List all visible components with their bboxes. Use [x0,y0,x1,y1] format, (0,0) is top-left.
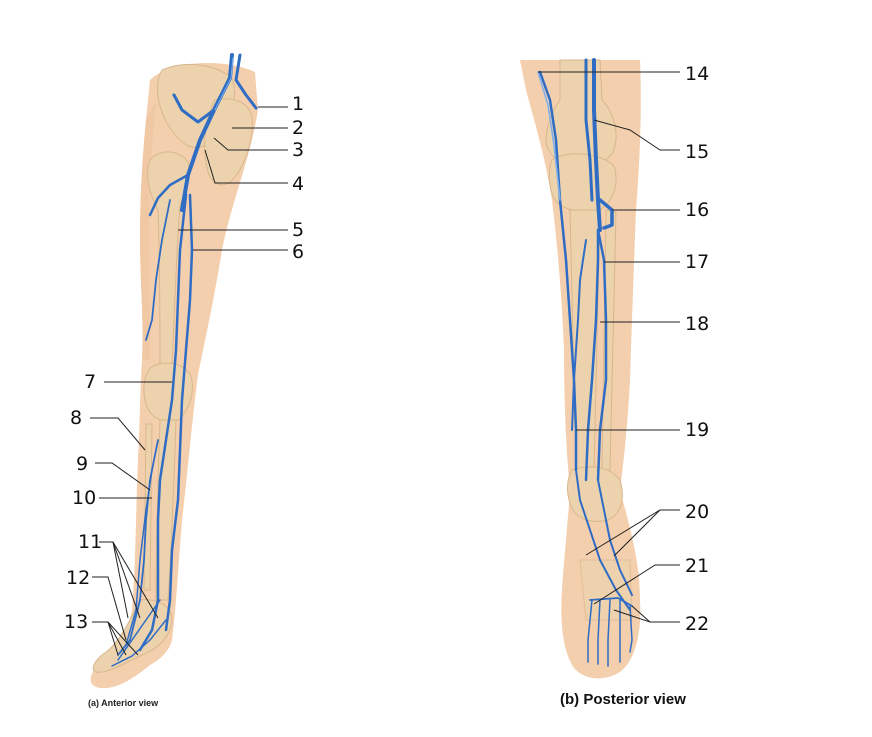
label-18: 18 [685,313,709,335]
label-10: 10 [72,487,96,509]
anterior-leg-illustration [90,53,288,689]
label-20: 20 [685,501,709,523]
label-16: 16 [685,199,709,221]
label-7: 7 [84,371,96,393]
label-8: 8 [70,407,82,429]
label-14: 14 [685,63,709,85]
label-3: 3 [292,139,304,161]
label-19: 19 [685,419,709,441]
label-1: 1 [292,93,304,115]
posterior-number-labels: 14 15 16 17 18 19 20 21 22 [685,63,709,635]
label-11: 11 [78,531,102,553]
caption-anterior-view: (a) Anterior view [88,698,159,708]
label-22: 22 [685,613,709,635]
posterior-leg-illustration [520,58,680,679]
label-6: 6 [292,241,304,263]
label-9: 9 [76,453,88,475]
label-13: 13 [64,611,88,633]
label-21: 21 [685,555,709,577]
label-2: 2 [292,117,304,139]
anterior-number-labels: 1 2 3 4 5 6 7 8 9 10 11 12 13 [64,93,304,633]
label-4: 4 [292,173,304,195]
caption-posterior-view: (b) Posterior view [560,691,686,708]
label-15: 15 [685,141,709,163]
label-17: 17 [685,251,709,273]
label-5: 5 [292,219,304,241]
label-12: 12 [66,567,90,589]
